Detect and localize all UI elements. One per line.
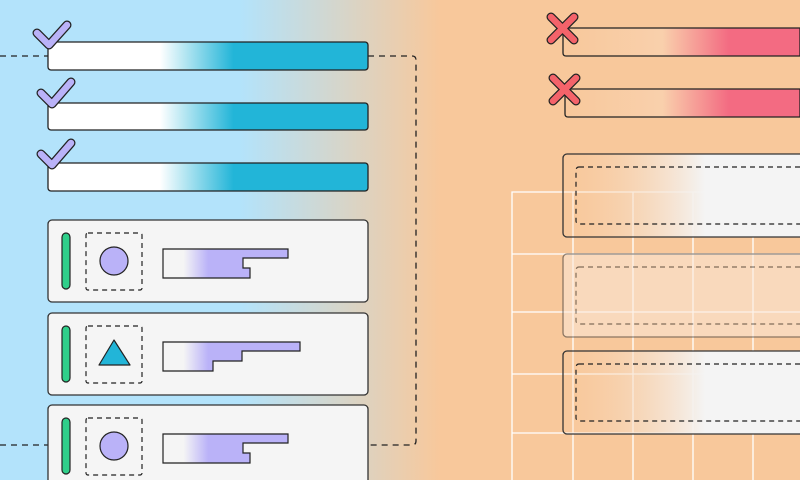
card: [47, 312, 369, 396]
status-stripe: [61, 417, 71, 475]
placeholder-inner: [575, 266, 800, 325]
card: [47, 404, 369, 480]
placeholder-box: [562, 253, 800, 338]
success-list: [32, 20, 369, 192]
progress-shape: [162, 433, 289, 464]
failure-bar: [564, 88, 800, 118]
success-bar: [47, 41, 369, 71]
success-bar: [47, 102, 369, 131]
circle-icon: [99, 431, 129, 461]
check-icon: [36, 138, 76, 170]
icon-frame: [85, 417, 143, 476]
progress-shape: [162, 341, 301, 372]
placeholder-list: [562, 153, 800, 435]
status-stripe: [61, 232, 71, 290]
placeholder-inner: [575, 166, 800, 225]
status-stripe: [61, 325, 71, 383]
progress-shape: [162, 248, 289, 279]
card: [47, 219, 369, 303]
placeholder-inner: [575, 363, 800, 422]
success-bar: [47, 162, 369, 192]
dashed-connector: [0, 55, 417, 446]
triangle-icon: [98, 339, 131, 366]
icon-frame: [85, 232, 143, 291]
check-icon: [32, 20, 72, 50]
card-list: [47, 219, 369, 480]
failure-list: [546, 12, 800, 118]
cross-icon: [546, 12, 579, 45]
placeholder-box: [562, 350, 800, 435]
cross-icon: [548, 73, 581, 106]
circle-icon: [99, 246, 129, 276]
failure-bar: [562, 27, 800, 57]
placeholder-box: [562, 153, 800, 238]
check-icon: [36, 77, 76, 109]
icon-frame: [85, 325, 143, 384]
